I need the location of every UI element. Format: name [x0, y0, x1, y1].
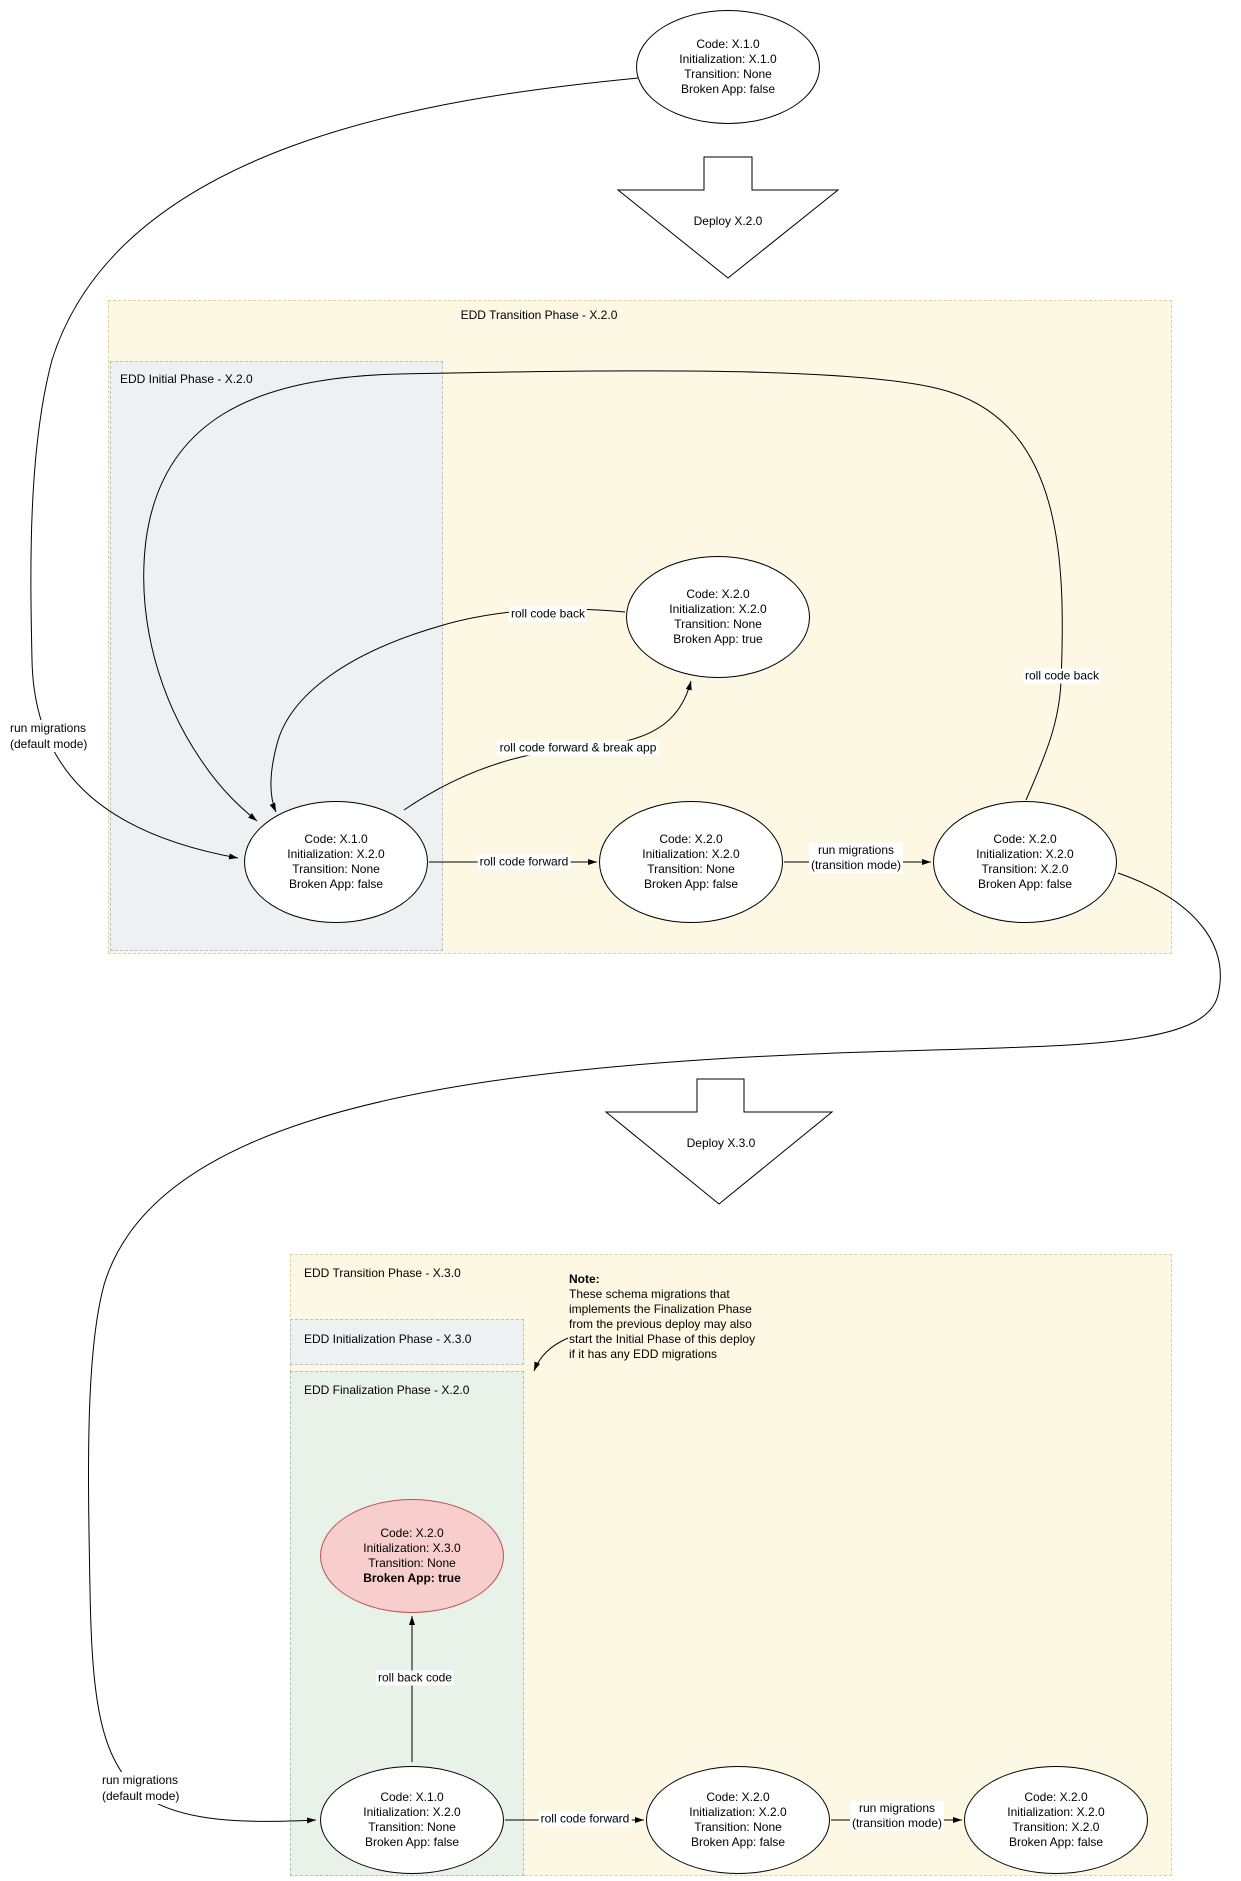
node-line: Initialization: X.2.0: [287, 847, 385, 861]
node-line: Transition: None: [647, 862, 735, 876]
edge-label-roll-back-code-x30: roll back code: [375, 1670, 455, 1686]
edge-label-line: run migrations: [102, 1773, 179, 1787]
state-node-x30-initial: Code: X.1.0 Initialization: X.2.0 Transi…: [320, 1766, 504, 1874]
edge-label-roll-code-forward-x20: roll code forward: [477, 854, 571, 870]
node-line: Code: X.2.0: [659, 832, 723, 846]
note-line: if it has any EDD migrations: [569, 1347, 718, 1361]
node-line: Broken App: false: [690, 1835, 786, 1849]
node-line: Code: X.2.0: [993, 832, 1057, 846]
node-line: Code: X.2.0: [380, 1526, 444, 1540]
node-line: Broken App: false: [364, 1835, 460, 1849]
node-line: Initialization: X.2.0: [363, 1805, 461, 1819]
edge-label-roll-code-forward-x30: roll code forward: [538, 1811, 632, 1827]
edge-label-run-migrations-transition-x30: run migrations (transition mode): [849, 1801, 945, 1831]
container-title: EDD Initial Phase - X.2.0: [120, 372, 253, 386]
state-node-x20-transitioned: Code: X.2.0 Initialization: X.2.0 Transi…: [933, 801, 1117, 923]
edge-label-line: (default mode): [10, 737, 88, 751]
state-node-x30-code-forward: Code: X.2.0 Initialization: X.2.0 Transi…: [646, 1766, 830, 1874]
state-node-start: Code: X.1.0 Initialization: X.1.0 Transi…: [636, 10, 820, 124]
edge-label-run-migrations-transition-x20: run migrations (transition mode): [808, 843, 904, 873]
note-block: Note: These schema migrations that imple…: [569, 1272, 787, 1362]
node-line: Broken App: false: [1008, 1835, 1104, 1849]
edge-label-line: (default mode): [102, 1789, 180, 1803]
node-line: Initialization: X.2.0: [1007, 1805, 1105, 1819]
note-title: Note:: [569, 1272, 600, 1286]
state-node-x20-code-forward: Code: X.2.0 Initialization: X.2.0 Transi…: [599, 801, 783, 923]
container-title: EDD Finalization Phase - X.2.0: [304, 1383, 470, 1397]
node-line: Broken App: true: [363, 1571, 461, 1585]
state-node-x30-broken: Code: X.2.0 Initialization: X.3.0 Transi…: [320, 1499, 504, 1613]
container-title: EDD Transition Phase - X.3.0: [304, 1266, 461, 1280]
edge-label-line: (transition mode): [851, 1816, 943, 1830]
note-line: from the previous deploy may also: [569, 1317, 752, 1331]
edge-label-roll-code-forward-break: roll code forward & break app: [497, 740, 659, 756]
deploy-x30-label: Deploy X.3.0: [686, 1136, 756, 1150]
node-line: Code: X.1.0: [304, 832, 368, 846]
node-line: Initialization: X.3.0: [363, 1541, 461, 1555]
edge-label-run-migrations-default-x30: run migrations (default mode): [100, 1772, 182, 1804]
edge-label-line: (transition mode): [810, 858, 902, 872]
edge-label-run-migrations-default-x20: run migrations (default mode): [8, 720, 90, 752]
node-line: Transition: None: [292, 862, 380, 876]
state-node-x20-initial: Code: X.1.0 Initialization: X.2.0 Transi…: [244, 801, 428, 923]
edge-label-line: run migrations: [817, 843, 895, 857]
node-line: Code: X.2.0: [706, 1790, 770, 1804]
edge-label-roll-code-back-broken: roll code back: [508, 606, 588, 622]
container-title: EDD Initialization Phase - X.3.0: [304, 1332, 472, 1346]
node-line: Broken App: false: [680, 82, 776, 96]
container-initialization-phase-x30: EDD Initialization Phase - X.3.0: [290, 1319, 524, 1365]
edge-label-line: run migrations: [858, 1801, 936, 1815]
node-line: Broken App: false: [643, 877, 739, 891]
note-line: start the Initial Phase of this deploy: [569, 1332, 756, 1346]
node-line: Transition: None: [694, 1820, 782, 1834]
node-line: Transition: None: [674, 617, 762, 631]
node-line: Initialization: X.1.0: [679, 52, 777, 66]
node-line: Broken App: true: [673, 632, 763, 646]
node-line: Transition: X.2.0: [1012, 1820, 1100, 1834]
note-line: implements the Finalization Phase: [569, 1302, 752, 1316]
container-title: EDD Transition Phase - X.2.0: [460, 308, 618, 322]
node-line: Initialization: X.2.0: [689, 1805, 787, 1819]
node-line: Initialization: X.2.0: [669, 602, 767, 616]
node-line: Transition: X.2.0: [981, 862, 1069, 876]
note-line: These schema migrations that: [569, 1287, 730, 1301]
edge-label-line: run migrations: [10, 721, 87, 735]
node-line: Code: X.1.0: [696, 37, 760, 51]
node-line: Code: X.1.0: [380, 1790, 444, 1804]
node-line: Code: X.2.0: [1024, 1790, 1088, 1804]
node-line: Broken App: false: [977, 877, 1073, 891]
deploy-x20-label: Deploy X.2.0: [693, 214, 763, 228]
node-line: Transition: None: [368, 1820, 456, 1834]
node-line: Initialization: X.2.0: [976, 847, 1074, 861]
state-node-x30-transitioned: Code: X.2.0 Initialization: X.2.0 Transi…: [964, 1766, 1148, 1874]
node-line: Broken App: false: [288, 877, 384, 891]
node-line: Transition: None: [368, 1556, 456, 1570]
node-line: Transition: None: [684, 67, 772, 81]
node-line: Initialization: X.2.0: [642, 847, 740, 861]
state-node-x20-broken: Code: X.2.0 Initialization: X.2.0 Transi…: [626, 556, 810, 678]
node-line: Code: X.2.0: [686, 587, 750, 601]
edge-label-roll-code-back-transitioned: roll code back: [1022, 668, 1102, 684]
